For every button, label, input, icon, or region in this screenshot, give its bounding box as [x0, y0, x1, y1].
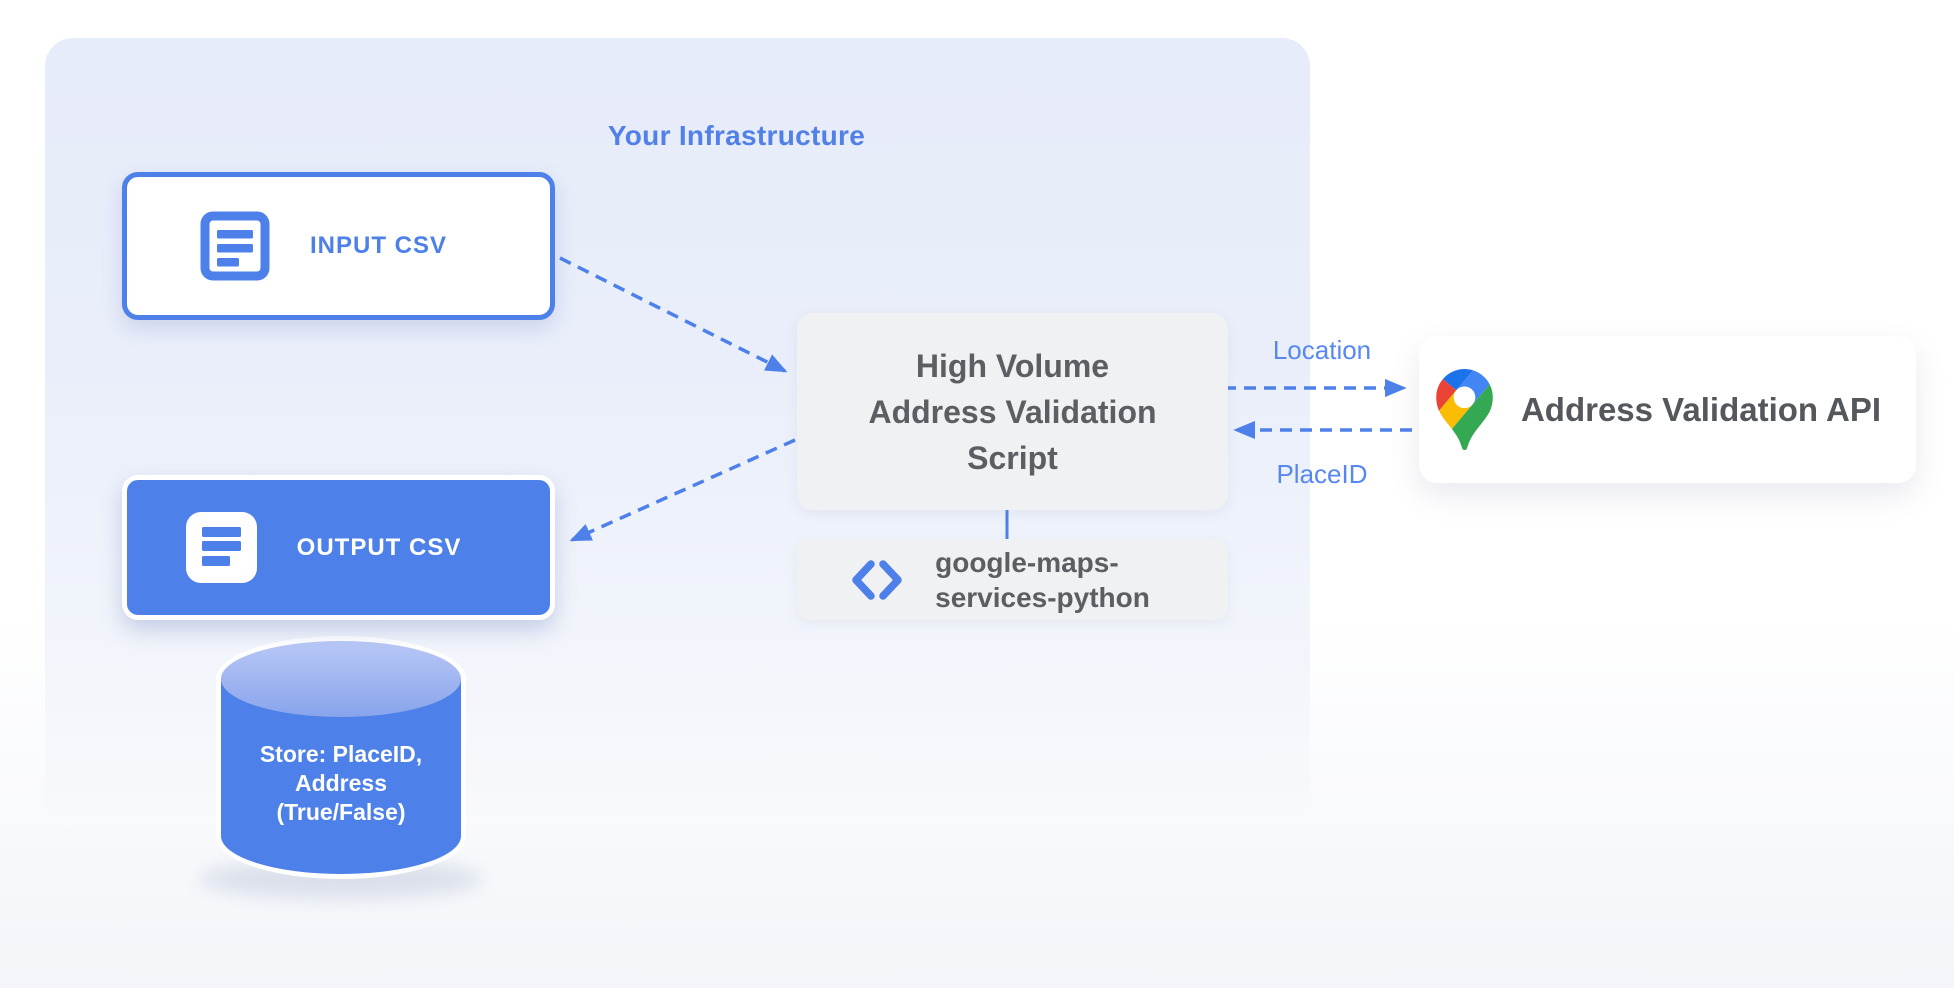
node-label: google-maps- services-python [935, 546, 1150, 613]
code-icon [851, 559, 903, 601]
node-label: OUTPUT CSV [296, 533, 462, 561]
document-lines-icon [200, 211, 270, 281]
node-label: High Volume Address Validation Script [868, 347, 1157, 476]
node-address-validation-api: Address Validation API [1419, 336, 1916, 483]
node-library-google-maps-services-python: google-maps- services-python [797, 539, 1228, 620]
edge-label-placeid: PlaceID [1276, 459, 1368, 489]
google-maps-pin-icon [1436, 369, 1493, 450]
node-label: Address Validation API [1520, 390, 1882, 428]
node-label: INPUT CSV [309, 232, 447, 259]
edge-label-location: Location [1272, 335, 1372, 365]
node-validation-script: High Volume Address Validation Script [797, 313, 1228, 510]
container-title: Your Infrastructure [607, 120, 866, 151]
node-input-csv: INPUT CSV [122, 172, 555, 320]
datastore-label: Store: PlaceID, Address (True/False) [259, 741, 423, 825]
document-lines-icon [185, 512, 257, 583]
node-output-csv: OUTPUT CSV [122, 475, 555, 620]
